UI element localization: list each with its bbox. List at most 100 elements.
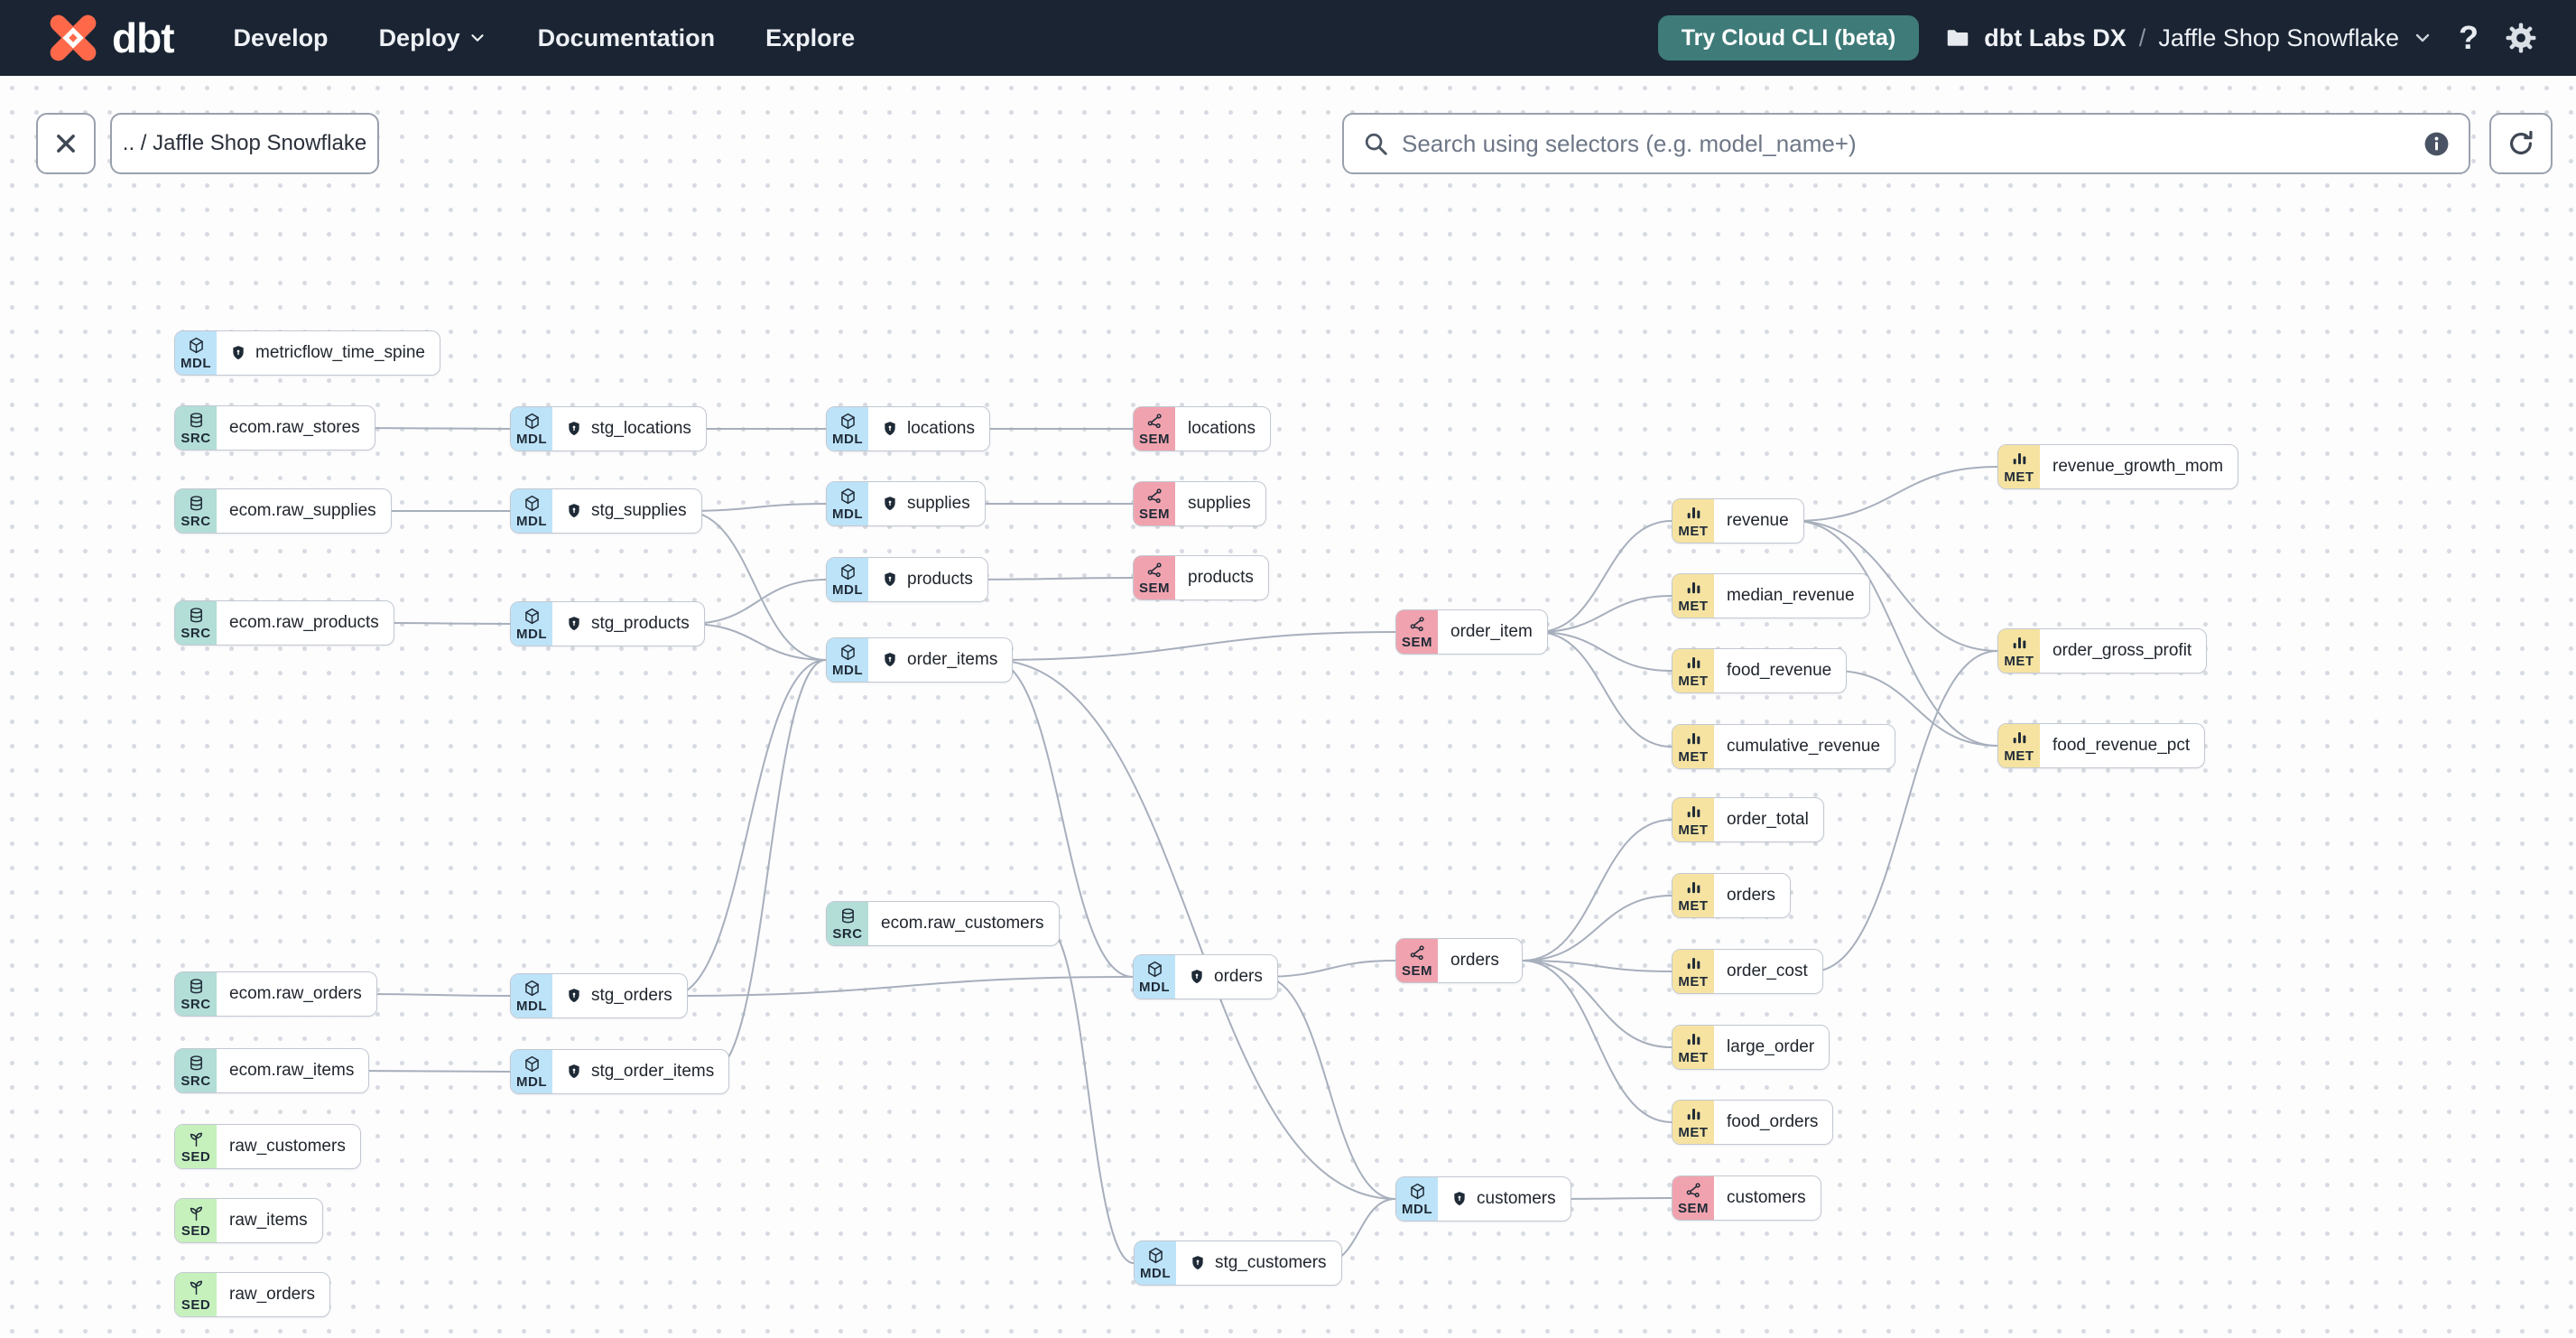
database-icon: SRC [175, 406, 217, 450]
help-icon: ? [2459, 19, 2479, 56]
bar-chart-icon: MET [1673, 1026, 1714, 1069]
node-label: ecom.raw_products [229, 613, 379, 632]
nav-item-documentation[interactable]: Documentation [537, 23, 716, 51]
edge-sem_order_item-met_cumulative_revenue [1536, 631, 1673, 748]
bar-chart-icon: MET [1673, 874, 1714, 917]
folder-icon [1948, 30, 1969, 46]
share-icon: SEM [1396, 939, 1438, 982]
shield-icon [565, 420, 583, 438]
nav-item-deploy[interactable]: Deploy [379, 24, 487, 52]
selector-search[interactable] [1342, 113, 2470, 174]
edge-stg_products-products [688, 579, 827, 625]
node-label: order_item [1450, 622, 1533, 641]
close-lineage-button[interactable] [36, 113, 96, 174]
edge-src_raw_items-stg_order_items [354, 1070, 511, 1073]
project-name[interactable]: Jaffle Shop Snowflake [2158, 23, 2399, 51]
node-label: food_revenue_pct [2052, 736, 2191, 755]
nav-item-develop[interactable]: Develop [233, 23, 329, 51]
node-sem_order_item[interactable]: SEM order_item [1395, 609, 1548, 655]
account-name[interactable]: dbt Labs DX [1984, 23, 2127, 51]
seedling-icon: SED [175, 1273, 217, 1316]
info-icon[interactable] [2423, 130, 2451, 158]
database-icon: SRC [175, 972, 217, 1016]
node-label: stg_supplies [552, 489, 701, 533]
edge-src_raw_stores-stg_locations [359, 427, 511, 430]
search-input[interactable] [1402, 129, 2423, 158]
node-label: ecom.raw_supplies [229, 501, 376, 520]
node-label: locations [1188, 419, 1256, 438]
lineage-canvas[interactable] [0, 76, 2576, 1338]
chevron-down-icon[interactable] [2412, 27, 2433, 49]
shield-icon [881, 651, 899, 669]
lineage-breadcrumb[interactable]: .. / Jaffle Shop Snowflake [110, 113, 379, 174]
seedling-icon: SED [175, 1125, 217, 1168]
edge-met_order_cost-met_order_gross_profit [1812, 650, 1998, 972]
shield-icon [1189, 1254, 1207, 1272]
help-button[interactable]: ? [2459, 19, 2479, 57]
shield-icon [565, 987, 583, 1005]
node-label: supplies [868, 482, 985, 525]
dbt-wordmark: dbt [112, 14, 175, 61]
try-cloud-cli-button[interactable]: Try Cloud CLI (beta) [1657, 15, 1920, 60]
database-icon: SRC [175, 601, 217, 645]
shield-icon [565, 502, 583, 520]
cube-icon: MDL [827, 482, 868, 525]
shield-icon [1188, 968, 1206, 986]
edge-src_raw_products-stg_products [379, 622, 511, 625]
chevron-down-icon [470, 34, 484, 42]
node-label: stg_products [552, 602, 704, 646]
edge-orders-customers [1261, 976, 1396, 1200]
settings-button[interactable] [2504, 21, 2538, 55]
shield-icon [881, 495, 899, 513]
edge-sem_order_item-met_revenue [1536, 520, 1673, 633]
node-label: order_items [868, 638, 1012, 682]
share-icon: SEM [1396, 610, 1438, 654]
cube-icon: MDL [511, 974, 552, 1017]
edge-stg_products-order_items [688, 623, 827, 661]
refresh-button[interactable] [2489, 113, 2553, 174]
dbt-logo[interactable]: dbt [47, 12, 175, 64]
node-src_raw_products[interactable]: SRC ecom.raw_products [174, 600, 394, 646]
nav-item-explore[interactable]: Explore [765, 23, 856, 51]
nav-links: Develop Deploy Documentation Explore [234, 24, 856, 52]
